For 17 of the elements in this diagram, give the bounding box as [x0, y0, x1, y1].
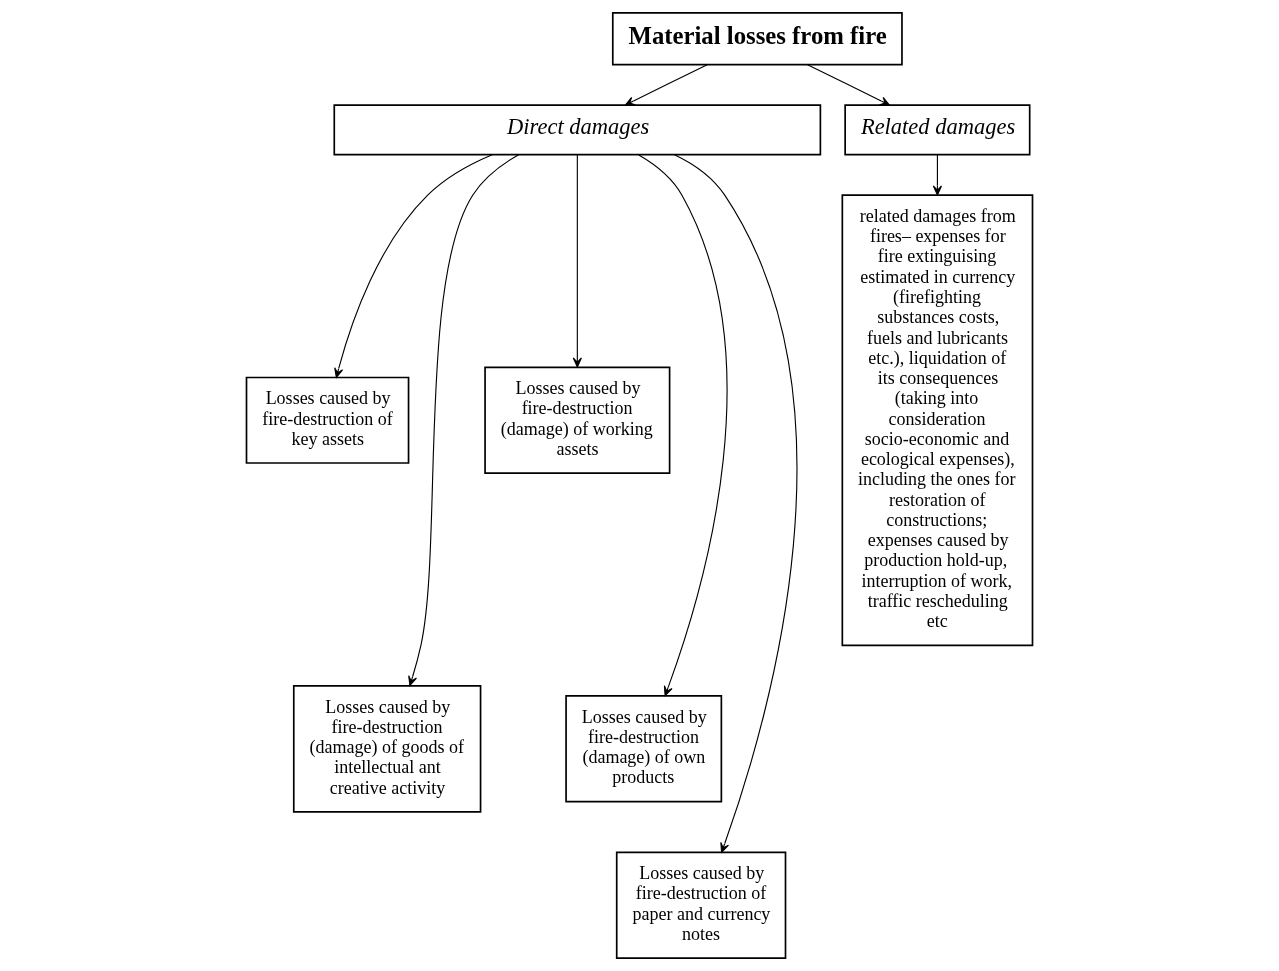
node-box: Losses caused by fire-destruction of paper and currency notes: [615, 851, 787, 959]
arrow: [806, 64, 890, 106]
arrow: [572, 154, 582, 368]
node-box: Direct damages: [333, 104, 822, 156]
arrow: [932, 154, 943, 196]
node-box: Losses caused by fire-destruction of key assets: [245, 376, 410, 464]
arrow: [624, 64, 708, 106]
node-box: Related damages: [844, 104, 1031, 156]
node-box: Losses caused by fire-destruction (damage) of own products: [565, 695, 723, 803]
node-box: related damages from fires– expenses for fire extinguising estimated in currency (firefighting substances costs, fuels and lubricants etc.), liquidation of its consequences (taking into consideration socio-economic and ecological expenses), including the ones for restoration of constructions; expenses caused by production hold-up, interruption of work, traffic rescheduling etc: [841, 194, 1034, 647]
node-box: Losses caused by fire-destruction (damage) of working assets: [484, 366, 671, 474]
node-box: Losses caused by fire-destruction (damage) of goods of intellectual ant creative activity: [292, 684, 482, 813]
arrow: [673, 154, 798, 853]
arrow: [638, 154, 728, 697]
node-box: Material losses from fire: [611, 12, 903, 66]
arrow: [408, 154, 520, 686]
arrow: [334, 154, 493, 379]
